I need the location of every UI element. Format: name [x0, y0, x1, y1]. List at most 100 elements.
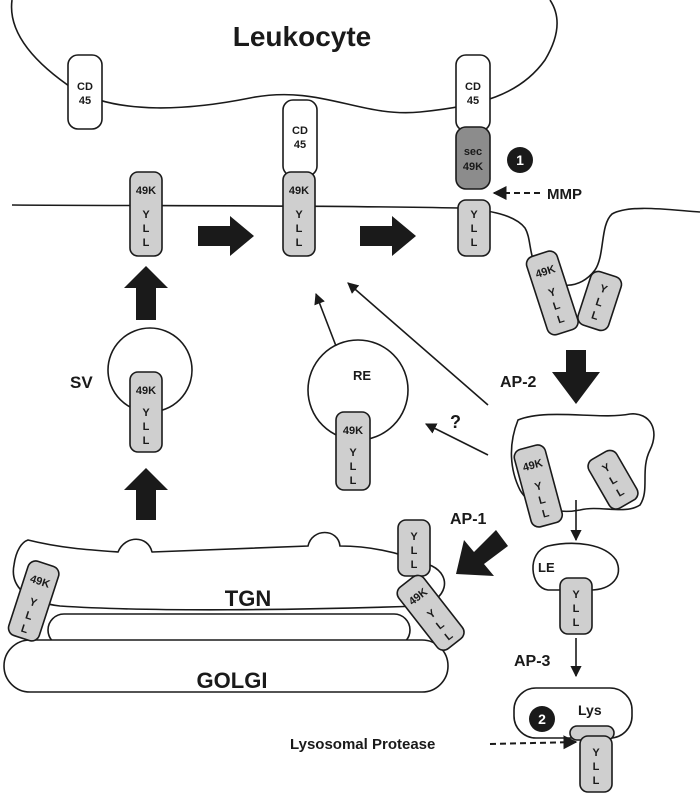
yll-pit: Y L L: [577, 270, 623, 332]
protease-arrow: [489, 735, 578, 750]
svg-text:L: L: [143, 421, 150, 433]
ap1-label: AP-1: [450, 511, 487, 528]
ee-to-re-arrow: [424, 423, 489, 456]
yll-lys: Y L L: [579, 735, 613, 793]
golgi-cisterna-bottom: [3, 639, 449, 693]
svg-text:L: L: [24, 609, 34, 623]
svg-text:CD: CD: [465, 81, 481, 93]
svg-text:L: L: [556, 313, 566, 327]
svg-text:45: 45: [294, 139, 306, 151]
ap3-label: AP-3: [514, 653, 551, 670]
svg-text:L: L: [471, 223, 478, 235]
svg-text:L: L: [411, 559, 418, 571]
leukocyte-title: Leukocyte: [233, 21, 372, 52]
tgn-label: TGN: [225, 586, 271, 611]
svg-text:sec: sec: [464, 146, 482, 158]
ee-to-membrane-arrow: [347, 282, 489, 406]
svg-text:L: L: [143, 237, 150, 249]
svg-text:45: 45: [467, 95, 479, 107]
svg-text:L: L: [573, 603, 580, 615]
svg-text:L: L: [552, 299, 562, 313]
svg-text:L: L: [593, 775, 600, 787]
lysosomal-protease-label: Lysosomal Protease: [290, 736, 435, 753]
svg-text:L: L: [541, 507, 551, 520]
cd45-right: CD 45: [455, 54, 491, 132]
svg-text:Y: Y: [572, 589, 580, 601]
big-arrow-right-2: [360, 216, 416, 256]
protein-49k-tgn-right: 49K Y L L: [396, 574, 465, 651]
svg-text:L: L: [19, 623, 29, 637]
svg-text:2: 2: [538, 711, 546, 727]
svg-text:Y: Y: [349, 447, 357, 459]
svg-text:49K: 49K: [289, 185, 309, 197]
secreted-49k: sec 49K: [455, 126, 491, 190]
svg-text:49K: 49K: [343, 425, 363, 437]
svg-text:Y: Y: [598, 283, 609, 297]
svg-text:L: L: [296, 223, 303, 235]
svg-text:L: L: [594, 296, 604, 310]
protein-49k-membrane-1: 49K Y L L: [129, 171, 163, 257]
protein-49k-membrane-2: 49K Y L L: [282, 171, 316, 257]
lys-label: Lys: [578, 702, 602, 718]
svg-text:L: L: [350, 475, 357, 487]
svg-text:CD: CD: [292, 125, 308, 137]
leukocyte-membrane: [10, 0, 558, 114]
protein-49k-tgn-left: 49K Y L L: [7, 560, 60, 642]
le-label: LE: [538, 560, 555, 575]
protein-49k-pit: 49K Y L L: [525, 250, 579, 336]
svg-text:L: L: [143, 435, 150, 447]
protein-49k-re: 49K Y L L: [335, 411, 371, 491]
big-arrow-ap2: [552, 350, 600, 404]
big-arrow-ap1: [456, 530, 508, 576]
svg-text:L: L: [350, 461, 357, 473]
re-to-membrane-arrow: [314, 292, 337, 347]
step-2-marker: 2: [529, 706, 555, 732]
svg-text:L: L: [537, 494, 547, 507]
svg-text:49K: 49K: [534, 263, 557, 281]
svg-text:Y: Y: [295, 209, 303, 221]
question-mark: ?: [450, 412, 461, 432]
svg-text:49K: 49K: [136, 385, 156, 397]
svg-text:49K: 49K: [136, 185, 156, 197]
protein-49k-ee: 49K Y L L: [513, 444, 564, 528]
svg-text:Y: Y: [142, 209, 150, 221]
svg-text:Y: Y: [470, 209, 478, 221]
svg-text:45: 45: [79, 95, 91, 107]
cd45-middle: CD 45: [282, 99, 318, 177]
late-endosome: [532, 542, 620, 591]
yll-le: Y L L: [559, 577, 593, 635]
svg-text:Y: Y: [142, 407, 150, 419]
svg-text:L: L: [590, 309, 600, 323]
svg-text:Y: Y: [547, 286, 558, 300]
big-arrow-up-bottom: [124, 468, 168, 520]
svg-text:L: L: [143, 223, 150, 235]
svg-text:L: L: [411, 545, 418, 557]
svg-text:L: L: [296, 237, 303, 249]
svg-text:Y: Y: [533, 480, 544, 494]
protein-49k-sv: 49K Y L L: [129, 371, 163, 453]
mmp-label: MMP: [547, 186, 582, 203]
plasma-membrane: [11, 204, 700, 286]
svg-text:49K: 49K: [522, 457, 545, 474]
svg-text:1: 1: [516, 152, 524, 168]
svg-text:49K: 49K: [28, 573, 51, 591]
cd45-left: CD 45: [67, 54, 103, 130]
svg-text:Y: Y: [410, 531, 418, 543]
svg-text:Y: Y: [592, 747, 600, 759]
golgi-label: GOLGI: [197, 668, 268, 693]
yll-stub-membrane: Y L L: [457, 199, 491, 257]
svg-text:L: L: [573, 617, 580, 629]
svg-text:L: L: [471, 237, 478, 249]
yll-ee: Y L L: [587, 449, 639, 510]
svg-text:Y: Y: [28, 596, 39, 610]
sv-label: SV: [70, 373, 93, 392]
svg-text:CD: CD: [77, 81, 93, 93]
big-arrow-up-top: [124, 266, 168, 320]
svg-text:L: L: [593, 761, 600, 773]
ap2-label: AP-2: [500, 374, 537, 391]
yll-tgn-top: Y L L: [397, 519, 431, 577]
big-arrow-right-1: [198, 216, 254, 256]
step-1-marker: 1: [507, 147, 533, 173]
re-label: RE: [353, 368, 371, 383]
